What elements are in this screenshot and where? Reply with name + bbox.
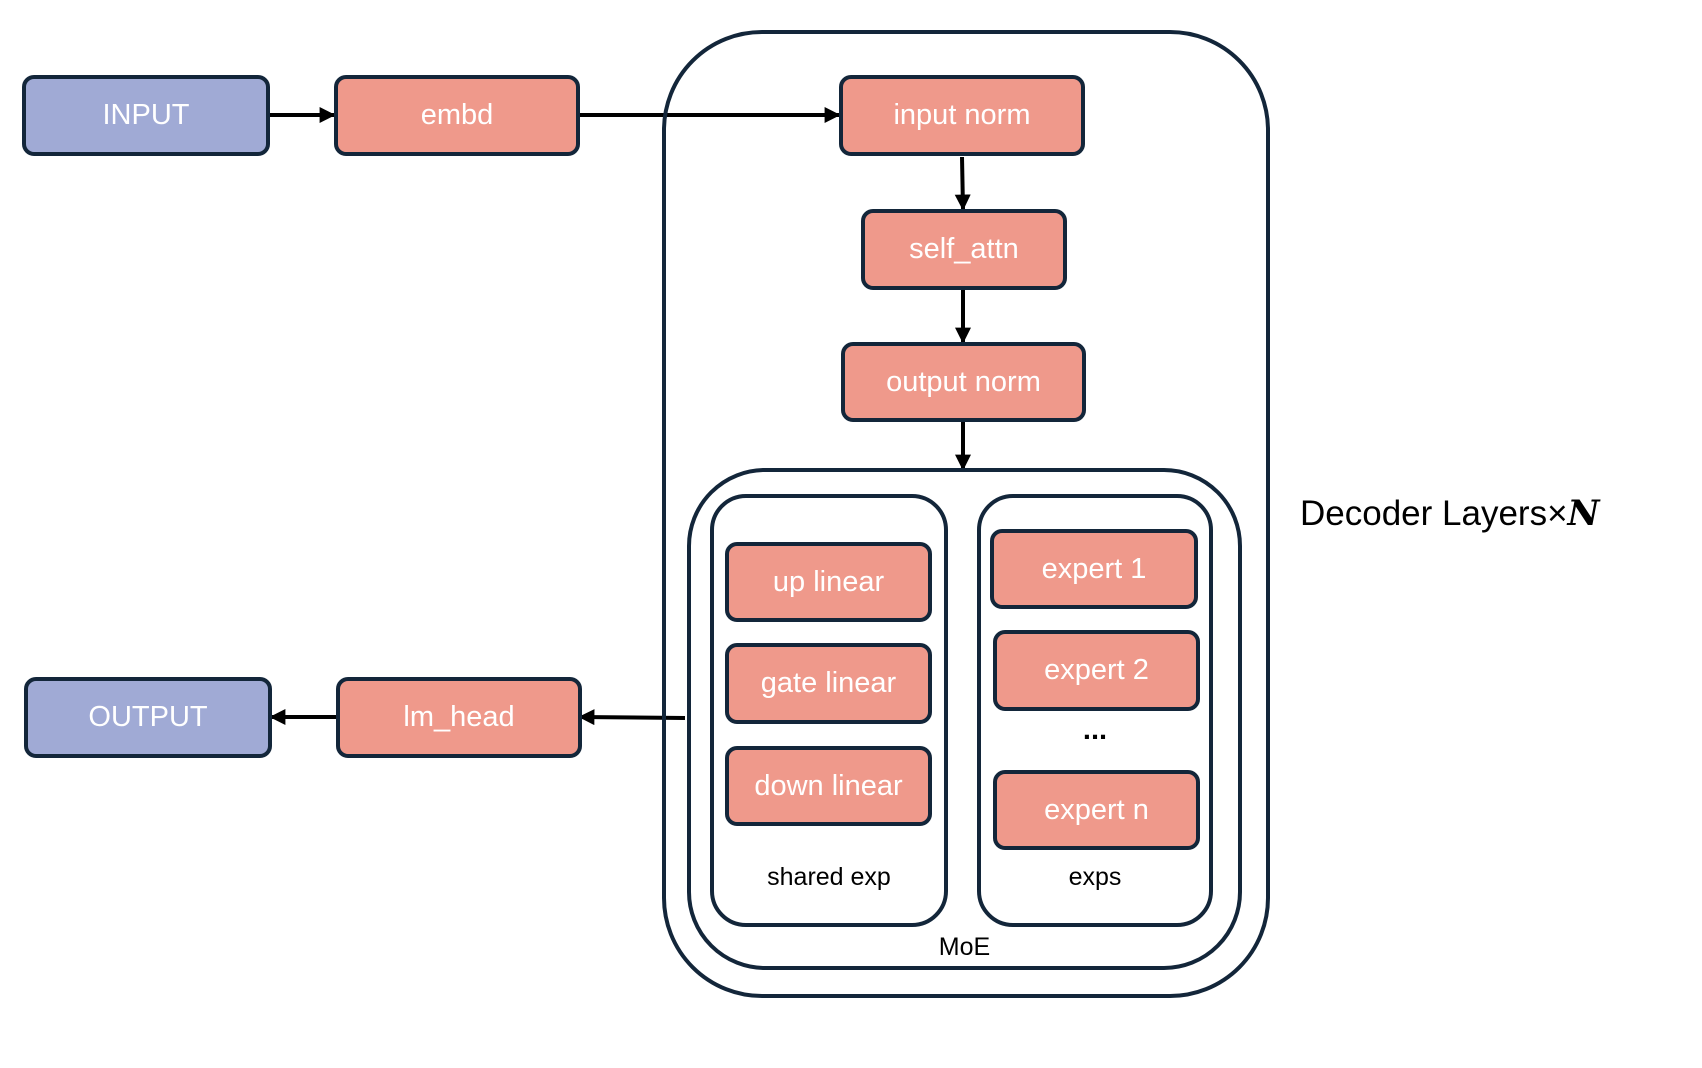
decoder-times-symbol: ×: [1547, 494, 1568, 533]
output-norm-node: output norm: [841, 342, 1086, 422]
exps-frame: [977, 494, 1213, 927]
decoder-count: N: [1567, 493, 1600, 534]
arrow-input-norm-to-self-attn: [954, 156, 971, 211]
decoder-layers-label: Decoder Layers×N: [1300, 493, 1600, 534]
expert-ellipsis: ...: [1082, 714, 1108, 746]
moe-frame: [687, 468, 1242, 970]
shared-exp-label: shared exp: [767, 863, 891, 891]
output-node: OUTPUT: [24, 677, 272, 758]
input-node: INPUT: [22, 75, 270, 156]
decoder-layers-frame: [662, 30, 1270, 998]
expert-n-node: expert n: [993, 770, 1200, 850]
lm-head-node: lm_head: [336, 677, 582, 758]
gate-linear-node: gate linear: [725, 643, 932, 724]
expert-2-node: expert 2: [993, 630, 1200, 711]
expert-1-node: expert 1: [990, 529, 1198, 609]
exps-label: exps: [1068, 863, 1122, 891]
down-linear-node: down linear: [725, 746, 932, 826]
moe-label: MoE: [938, 933, 991, 961]
arrow-decoder-to-lm-head: [578, 709, 686, 726]
decoder-layers-text: Decoder Layers: [1300, 494, 1548, 533]
self-attn-node: self_attn: [861, 209, 1067, 290]
up-linear-node: up linear: [725, 542, 932, 622]
shared-exp-frame: [710, 494, 948, 927]
input-norm-node: input norm: [839, 75, 1085, 156]
embd-node: embd: [334, 75, 580, 156]
